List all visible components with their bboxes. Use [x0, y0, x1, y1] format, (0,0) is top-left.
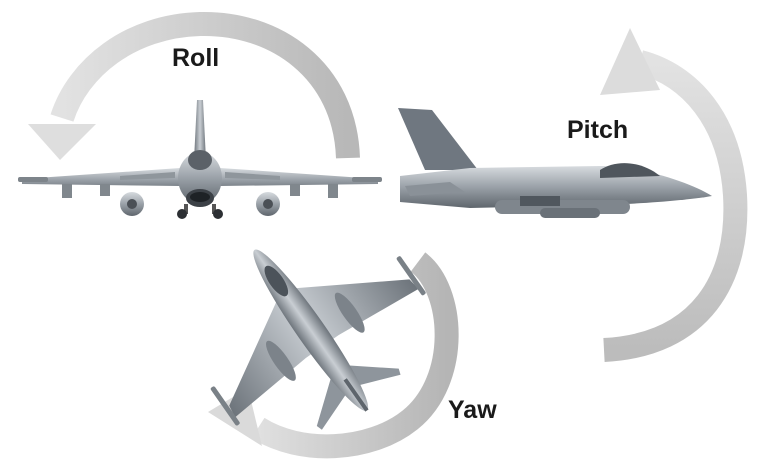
jet-side-view-icon [398, 108, 712, 218]
yaw-label: Yaw [448, 396, 497, 424]
jet-front-view-icon [18, 100, 382, 219]
pitch-label: Pitch [567, 116, 629, 144]
roll-label: Roll [172, 44, 220, 72]
jet-top-view-icon [210, 249, 426, 430]
curved-arrow-pitch-icon [600, 28, 748, 362]
curved-arrow-roll-icon [28, 11, 360, 160]
